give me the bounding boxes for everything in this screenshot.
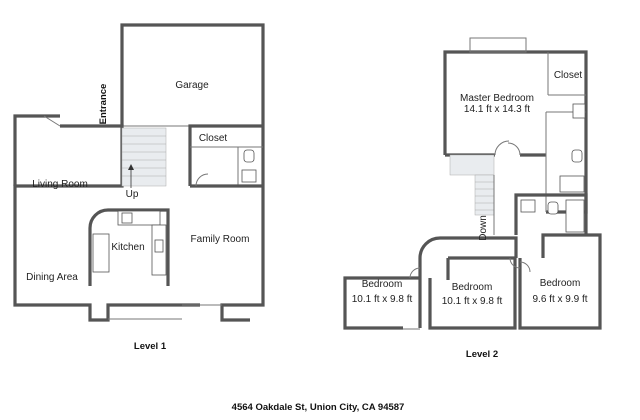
room-size-bedroom-2: 10.1 ft x 9.8 ft xyxy=(442,296,503,307)
bedroom-2-walls xyxy=(428,256,517,330)
bedroom-2-door-swing-icon xyxy=(509,257,521,269)
room-label-entrance: Entrance xyxy=(98,84,109,125)
room-label-garage: Garage xyxy=(175,80,209,91)
hall-curve-wall xyxy=(418,236,518,278)
room-size-bedroom-1: 10.1 ft x 9.8 ft xyxy=(352,294,413,305)
door-swing-icon xyxy=(195,173,209,187)
master-balcony xyxy=(469,37,527,53)
stairs-label-down: Down xyxy=(478,215,489,241)
hall-sink-icon xyxy=(520,199,536,213)
room-size-master-bedroom: 14.1 ft x 14.3 ft xyxy=(464,104,530,115)
level-2-labels: Master Bedroom 14.1 ft x 14.3 ft Closet … xyxy=(352,70,588,360)
kitchen-walls xyxy=(88,208,170,286)
level-1-walls-west xyxy=(13,124,200,322)
hall-tub-icon xyxy=(565,199,585,233)
room-label-dining-area: Dining Area xyxy=(26,272,78,283)
room-label-bedroom-1: Bedroom xyxy=(362,279,403,290)
master-door-swing-icon xyxy=(494,140,510,156)
stairs-icon xyxy=(121,127,167,187)
hall-bath-walls xyxy=(514,193,588,235)
room-label-master-closet: Closet xyxy=(554,70,583,81)
level-2-title: Level 2 xyxy=(466,349,498,360)
address-caption: 4564 Oakdale St, Union City, CA 94587 xyxy=(232,402,405,413)
master-toilet-icon xyxy=(571,149,583,163)
bedroom-1-walls xyxy=(343,276,420,330)
level-1-labels: Garage Entrance Closet Living Room Up Ki… xyxy=(26,80,249,352)
bedroom-3-door-swing-icon xyxy=(519,261,531,273)
master-shower-icon xyxy=(559,175,585,193)
toilet-icon xyxy=(243,149,255,163)
room-label-kitchen: Kitchen xyxy=(111,242,144,253)
sink-icon xyxy=(241,169,257,183)
hall-toilet-icon xyxy=(547,201,559,215)
entrance-door-line xyxy=(43,115,61,127)
up-arrow-head-icon xyxy=(128,164,134,170)
upper-stairs-icon xyxy=(474,174,495,216)
closet-walls xyxy=(188,124,263,186)
master-sink-icon xyxy=(572,103,586,119)
upper-landing-icon xyxy=(449,154,495,176)
room-label-bedroom-2: Bedroom xyxy=(452,282,493,293)
bedroom-3-walls xyxy=(518,233,602,330)
kitchen-sink-icon xyxy=(154,239,164,253)
master-door-swing-icon-2 xyxy=(507,142,521,156)
stove-icon xyxy=(121,212,133,224)
stairs-label-up: Up xyxy=(126,189,139,200)
bedroom-1-door-swing-icon xyxy=(409,267,421,279)
kitchen-island-icon xyxy=(92,233,110,273)
level-1-plan xyxy=(13,23,265,322)
garage-walls xyxy=(120,23,265,126)
level-2-plan xyxy=(343,37,602,330)
room-label-master-bedroom: Master Bedroom xyxy=(460,93,534,104)
room-label-family-room: Family Room xyxy=(191,234,250,245)
level-1-title: Level 1 xyxy=(134,341,167,352)
room-label-living-room: Living Room xyxy=(32,179,88,190)
room-label-bedroom-3: Bedroom xyxy=(540,278,581,289)
room-label-closet: Closet xyxy=(199,133,228,144)
level-1-walls-east xyxy=(220,126,265,322)
room-size-bedroom-3: 9.6 ft x 9.9 ft xyxy=(532,294,587,305)
level-1-walls-north xyxy=(13,114,60,186)
